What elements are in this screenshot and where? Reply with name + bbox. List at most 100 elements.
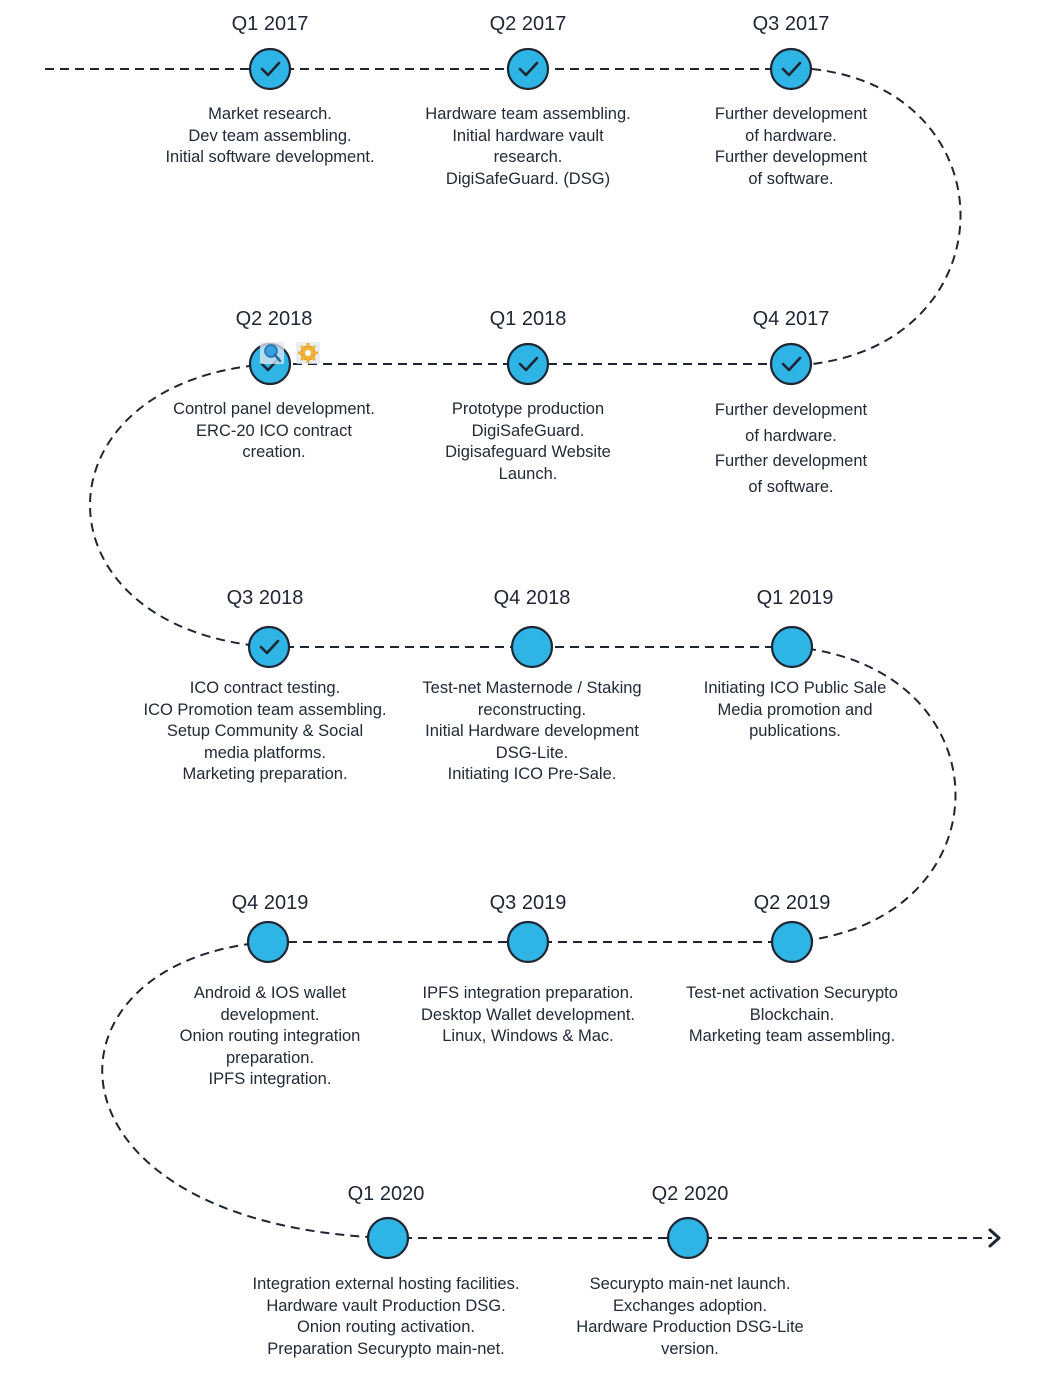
milestone-description-line: Hardware team assembling. <box>425 105 631 123</box>
milestone-node <box>510 625 554 669</box>
milestone-node <box>366 1216 410 1260</box>
milestone-quarter: Q4 2018 <box>493 587 571 609</box>
milestone-description-line: Market research. <box>208 105 332 123</box>
image-tool-overlay[interactable] <box>258 340 328 366</box>
milestone-circle <box>770 625 814 669</box>
milestone-description-line: Test-net activation Securypto <box>686 984 898 1002</box>
milestone-circle <box>248 47 292 91</box>
milestone-description: Integration external hosting facilities.… <box>236 1274 536 1360</box>
milestone-circle <box>770 920 814 964</box>
milestone-description-line: Dev team assembling. <box>188 126 352 145</box>
milestone-description: Securypto main-net launch.Exchanges adop… <box>540 1274 840 1360</box>
milestone-description-line: Android & IOS wallet <box>193 984 347 1002</box>
milestone-description-line: Integration external hosting facilities. <box>252 1275 520 1293</box>
milestone-circle <box>247 625 291 669</box>
milestone-node <box>770 625 814 669</box>
milestone-circle <box>366 1216 410 1260</box>
milestone-circle <box>666 1216 710 1260</box>
timeline-end-arrow-icon <box>988 1228 1001 1248</box>
milestone-description-line: of software. <box>748 477 834 496</box>
milestone-circle <box>246 920 290 964</box>
milestone-description: Control panel development. ERC-20 ICO con… <box>124 399 424 464</box>
milestone-description-line: IPFS integration preparation. <box>422 984 634 1002</box>
milestone-description-line: Further development <box>714 105 868 123</box>
milestone-description: Further development of hardware. Further d… <box>641 398 941 500</box>
milestone-quarter: Q4 2019 <box>231 892 309 914</box>
milestone-node <box>506 47 550 91</box>
milestone-circle <box>769 47 813 91</box>
milestone-description-line: Initial software development. <box>165 148 375 167</box>
milestone-description-line: of hardware. <box>745 426 837 445</box>
milestone-description-line: DigiSafeGuard. <box>471 421 585 440</box>
milestone-circle <box>506 920 550 964</box>
milestone-node <box>506 920 550 964</box>
milestone-description: IPFS integration preparation. Desktop Wal… <box>378 983 678 1048</box>
milestone-description-line: ERC-20 ICO contract <box>196 421 352 440</box>
checkmark-icon <box>781 356 802 372</box>
milestone-description: Hardware team assembling. Initial hardwar… <box>378 104 678 190</box>
milestone-description-line: reconstructing. <box>477 700 587 719</box>
milestone-node <box>506 342 550 386</box>
checkmark-icon <box>259 639 280 655</box>
milestone-description-line: Initiating ICO Public Sale <box>703 679 887 697</box>
milestone-description: Test-net Masternode / Staking reconstruct… <box>382 678 682 786</box>
milestone-description-line: Desktop Wallet development. <box>421 1005 635 1024</box>
milestone-description-line: Test-net Masternode / Staking <box>422 679 642 697</box>
milestone-quarter: Q1 2018 <box>489 308 567 330</box>
milestone-circle <box>769 342 813 386</box>
milestone-quarter: Q1 2020 <box>347 1183 425 1205</box>
search-icon[interactable] <box>260 342 284 364</box>
milestone-description-line: Marketing team assembling. <box>688 1027 896 1046</box>
milestone-quarter: Q1 2017 <box>231 13 309 35</box>
milestone-quarter: Q3 2017 <box>752 13 830 35</box>
milestone-quarter: Q3 2018 <box>226 587 304 609</box>
milestone-quarter: Q2 2017 <box>489 13 567 35</box>
milestone-node <box>666 1216 710 1260</box>
gear-icon[interactable] <box>296 342 320 364</box>
milestone-quarter: Q2 2019 <box>753 892 831 914</box>
milestone-description-line: Blockchain. <box>749 1005 835 1024</box>
milestone-description-line: Preparation Securypto main-net. <box>267 1339 505 1358</box>
milestone-quarter: Q3 2019 <box>489 892 567 914</box>
milestone-description-line: publications. <box>749 722 841 741</box>
checkmark-icon <box>518 356 539 372</box>
milestone-description-line: version. <box>661 1339 719 1358</box>
milestone-description-line: Hardware Production DSG-Lite <box>576 1318 804 1337</box>
milestone-description-line: creation. <box>242 443 306 462</box>
milestone-node <box>770 920 814 964</box>
checkmark-icon <box>518 61 539 77</box>
milestone-description-line: IPFS integration. <box>208 1070 332 1089</box>
milestone-description-line: media platforms. <box>204 743 326 762</box>
milestone-description-line: Further development <box>714 148 868 167</box>
milestone-quarter: Q1 2019 <box>756 587 834 609</box>
milestone-description-line: Digisafeguard Website <box>445 443 611 462</box>
milestone-description-line: Initial hardware vault <box>452 126 604 145</box>
checkmark-icon <box>781 61 802 77</box>
milestone-node <box>769 342 813 386</box>
milestone-description: Market research. Dev team assembling. Init… <box>120 104 420 169</box>
milestone-node <box>246 920 290 964</box>
milestone-description-line: Prototype production <box>451 400 605 418</box>
milestone-description-line: Media promotion and <box>717 700 873 719</box>
milestone-description-line: Initiating ICO Pre-Sale. <box>447 765 617 784</box>
milestone-description-line: Onion routing activation. <box>297 1318 475 1337</box>
milestone-description-line: Control panel development. <box>173 400 375 418</box>
milestone-description-line: Setup Community & Social <box>166 722 364 741</box>
milestone-quarter: Q2 2018 <box>235 308 313 330</box>
milestone-description-line: DSG-Lite. <box>495 743 569 762</box>
milestone-description-line: Linux, Windows & Mac. <box>442 1027 614 1046</box>
milestone-description: ICO contract testing.ICO Promotion team … <box>115 678 415 786</box>
milestone-circle <box>510 625 554 669</box>
milestone-description-line: Further development <box>714 401 868 419</box>
milestone-description-line: Launch. <box>498 464 558 483</box>
milestone-circle <box>506 342 550 386</box>
milestone-description-line: ICO contract testing. <box>189 679 341 697</box>
milestone-description-line: development. <box>220 1005 320 1024</box>
milestone-description-line: Further development <box>714 452 868 470</box>
milestone-description-line: Exchanges adoption. <box>612 1296 768 1315</box>
milestone-description-line: Initial Hardware development <box>425 722 639 741</box>
